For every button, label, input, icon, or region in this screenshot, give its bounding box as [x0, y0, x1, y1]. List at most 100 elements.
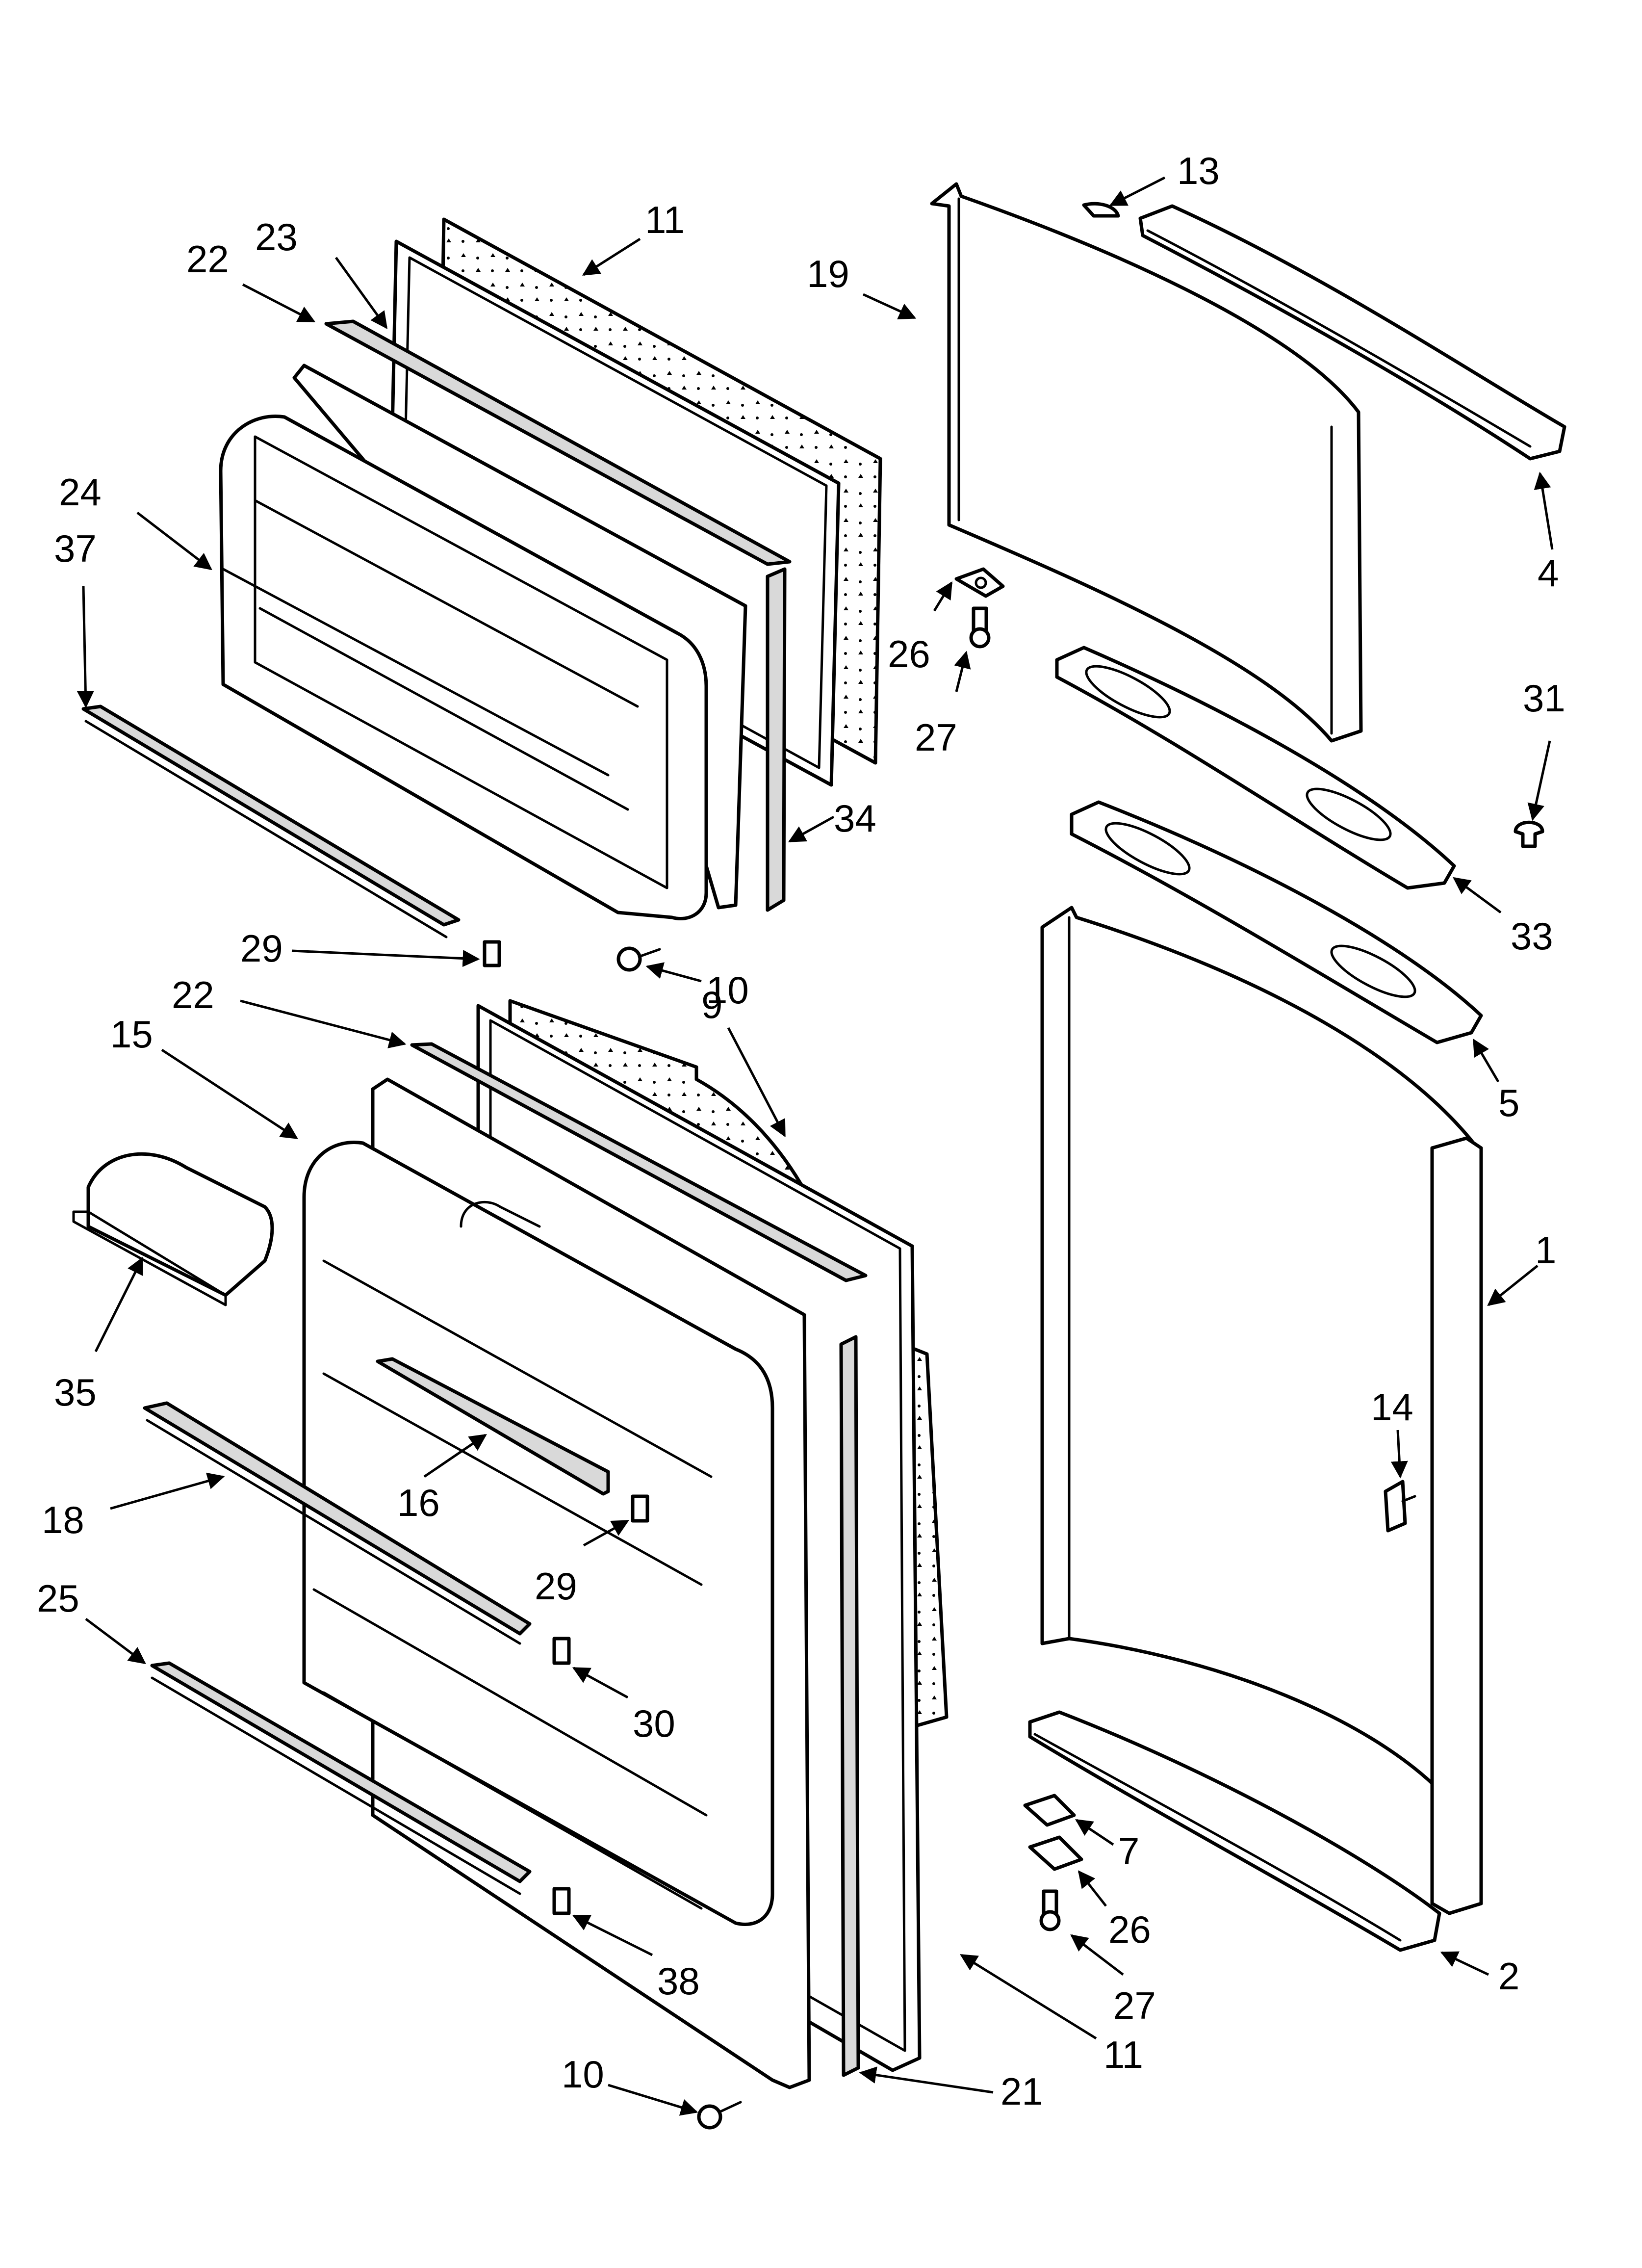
freezer-door-plug: [1082, 202, 1120, 218]
freezer-door-liner-body: [219, 415, 708, 921]
fresh-food-door-side-strip: [839, 1335, 860, 2077]
callout-10-lower: 10: [562, 2053, 604, 2096]
door-stop-bracket: [1384, 1480, 1416, 1533]
leader-27-lower: [1070, 1934, 1124, 1976]
callout-16: 16: [397, 1481, 440, 1524]
callout-10-upper: 10: [706, 968, 749, 1012]
freezer-clip: [483, 940, 501, 967]
callout-21: 21: [1001, 2070, 1043, 2113]
callout-15: 15: [110, 1013, 153, 1056]
callout-38: 38: [657, 1959, 700, 2003]
fresh-food-door-bottom-cap: [1028, 1710, 1441, 1952]
callout-19: 19: [807, 252, 849, 295]
leader-4: [1534, 471, 1554, 550]
leader-38: [572, 1914, 653, 1956]
callout-5: 5: [1498, 1081, 1519, 1124]
freezer-door-side-strip: [766, 567, 787, 912]
leader-18: [110, 1472, 225, 1510]
callout-34: 34: [834, 797, 876, 840]
freezer-door-panel: [930, 182, 1363, 743]
leader-10-upper: [645, 962, 702, 983]
callout-33: 33: [1511, 914, 1553, 958]
leader-5: [1472, 1038, 1500, 1083]
freezer-door-trim-strip: [324, 319, 792, 566]
callout-27-lower: 27: [1113, 1984, 1156, 2027]
leader-30: [572, 1667, 629, 1699]
callout-labels: 13 11 23 22 19 24 37 4 26 27 31 34 33 29…: [37, 149, 1565, 2113]
leader-21: [859, 2066, 994, 2094]
freezer-door-shelf-rail: [81, 704, 461, 927]
leader-35: [94, 1256, 144, 1353]
leader-34: [788, 815, 835, 843]
callout-29-lower: 29: [535, 1564, 577, 1608]
callout-26-lower: 26: [1108, 1908, 1151, 1951]
callout-27-upper: 27: [915, 716, 957, 759]
leader-27-upper: [954, 651, 971, 692]
callout-31: 31: [1523, 677, 1565, 720]
fresh-food-door-shelf-rail: [143, 1401, 532, 1636]
leader-26-lower: [1078, 1870, 1107, 1907]
leader-11-upper: [582, 237, 641, 276]
leader-22-upper: [242, 283, 316, 323]
lower-hinge-screw: [1039, 1889, 1061, 1931]
callout-30: 30: [633, 1702, 675, 1745]
fresh-food-door-handle: [1070, 800, 1483, 1044]
leader-14: [1390, 1430, 1408, 1479]
handle-plug-cap: [1514, 820, 1544, 848]
fresh-food-door-trim-strip: [410, 1042, 868, 1282]
fresh-food-outer-door: [1023, 800, 1483, 1952]
freezer-hinge: [954, 567, 1005, 598]
callout-11-upper: 11: [645, 198, 685, 241]
leader-29-lower: [583, 1519, 630, 1547]
leader-19: [862, 293, 917, 319]
freezer-door-assembly: [81, 217, 882, 972]
callout-37: 37: [54, 527, 97, 570]
lower-hinge: [1028, 1835, 1083, 1871]
fresh-food-door-bottom-rail: [150, 1661, 532, 1883]
callout-4: 4: [1538, 551, 1559, 595]
leader-15: [161, 1048, 298, 1140]
callout-9: 9: [701, 983, 722, 1026]
freezer-door-top-cap: [1138, 204, 1566, 461]
leader-23: [334, 257, 388, 329]
callout-35: 35: [54, 1371, 97, 1414]
fresh-food-door-screw: [697, 2101, 742, 2130]
dairy-compartment-door: [86, 1152, 274, 1297]
fresh-food-clip-lower: [552, 1887, 571, 1915]
freezer-hinge-screw: [969, 606, 991, 649]
fresh-food-door-bar: [376, 1357, 610, 1496]
callout-14: 14: [1371, 1385, 1413, 1429]
callout-25: 25: [37, 1577, 79, 1620]
leader-22-lower: [240, 999, 407, 1048]
leader-31: [1527, 740, 1551, 821]
callout-leaders: [77, 176, 1554, 2116]
leader-10-lower: [608, 2084, 698, 2116]
callout-2: 2: [1498, 1955, 1519, 1998]
leader-33: [1453, 877, 1502, 914]
leader-24: [136, 512, 212, 571]
leader-13: [1109, 176, 1166, 207]
leader-7: [1075, 1819, 1114, 1846]
leader-26-upper: [933, 581, 953, 612]
center-hinge: [1023, 1794, 1076, 1827]
fresh-food-clip-middle: [552, 1637, 571, 1665]
fresh-food-door-liner-body: [302, 1141, 774, 1926]
leader-25: [85, 1618, 146, 1665]
callout-7: 7: [1118, 1829, 1139, 1873]
fresh-food-clip-upper: [631, 1494, 649, 1523]
freezer-outer-door: [930, 182, 1566, 890]
callout-22-lower: 22: [172, 973, 214, 1017]
fresh-food-door-side-trim: [1430, 1136, 1483, 1915]
callout-24: 24: [59, 470, 102, 514]
leader-2: [1440, 1951, 1489, 1976]
freezer-door-screw: [616, 946, 661, 972]
callout-1: 1: [1535, 1228, 1556, 1272]
leader-11-lower: [960, 1954, 1097, 2040]
callout-26-upper: 26: [888, 632, 930, 676]
leader-37: [77, 586, 94, 708]
leader-1: [1487, 1265, 1539, 1306]
leader-9: [727, 1027, 786, 1138]
leader-16: [423, 1434, 487, 1478]
callout-22-upper: 22: [186, 237, 229, 281]
callout-18: 18: [42, 1498, 84, 1541]
